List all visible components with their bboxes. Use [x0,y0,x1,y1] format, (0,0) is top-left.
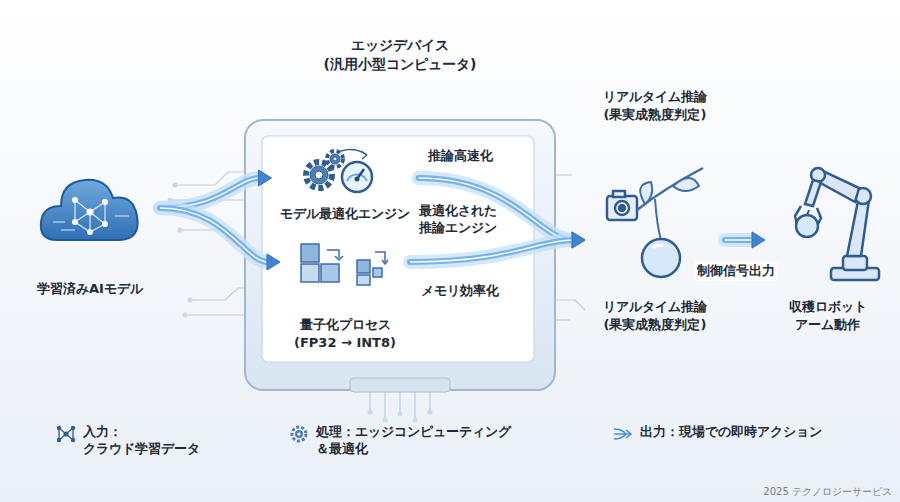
quantize-process: 量子化プロセス (FP32 → INT8) [280,238,410,356]
legend-item: 出力：現場での即時アクション [612,424,828,448]
edge-label: 制御信号出力 [694,262,778,281]
node-text: 収穫ロボット アーム動作 [782,298,873,333]
optimizer-engine: モデル最適化エンジン [272,145,419,227]
legend-icon [288,424,310,448]
engine-label: 最適化された 推論エンジン [417,203,498,237]
edge-device-box: エッジデバイス (汎用小型コンピュータ)モデル最適化エンジン量子化プロセス (F… [245,120,555,390]
edge-label: メモリ効率化 [418,282,502,301]
legend-text: 出力：現場での即時アクション [640,424,828,441]
legend-item: 入力：クラウド学習データ [55,424,233,458]
inference-camera: リアルタイム推論 (果実成熟度判定) リアルタイム推論 (果実成熟度判定) [585,88,725,333]
watermark: 2025 テクノロジーサービス [763,485,892,499]
flow-arrow [160,208,280,270]
robot-icon [765,160,890,294]
quant-icon [295,240,395,294]
gear-icon [297,145,377,204]
node-text: モデル最適化エンジン [274,205,417,223]
node-text: リアルタイム推論 (果実成熟度判定) [593,88,717,123]
edge-label: 推論高速化 [425,147,496,166]
node-text: 量子化プロセス (FP32 → INT8) [287,316,404,351]
node-text: 学習済みAIモデル [32,280,149,298]
flow-arrow [725,232,765,248]
node-text: エッジデバイス (汎用小型コンピュータ) [316,36,484,74]
node-text: リアルタイム推論 (果実成熟度判定) [593,298,717,333]
cloud-icon [35,160,145,264]
flow-arrow [410,232,585,262]
legend-icon [55,424,77,448]
cloud-model: 学習済みAIモデル [20,160,160,310]
legend-text: 入力：クラウド学習データ [83,424,233,458]
legend-text: 処理：エッジコンピューティング ＆最適化 [316,424,516,458]
harvest-robot: 収穫ロボット アーム動作 [765,160,890,335]
legend-item: 処理：エッジコンピューティング ＆最適化 [288,424,516,458]
legend-icon [612,424,634,448]
